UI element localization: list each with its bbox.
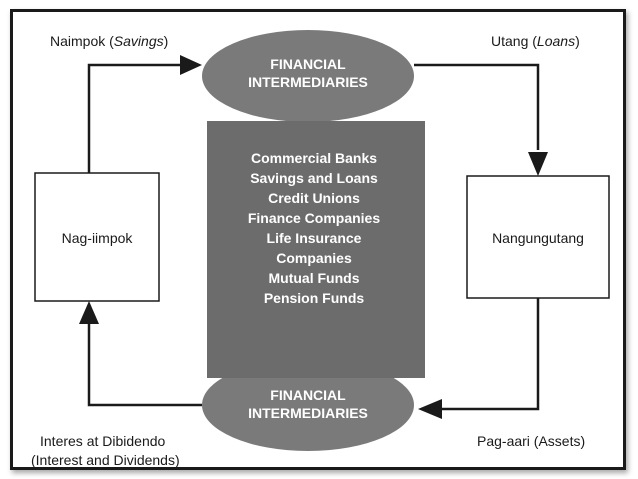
savers-label: Nag-iimpok: [62, 230, 134, 246]
bottom-ellipse-line2: INTERMEDIARIES: [248, 405, 368, 421]
top-ellipse-line2: INTERMEDIARIES: [248, 74, 368, 90]
list-item-companies: Companies: [276, 250, 352, 266]
dividends-flow-line: [87, 324, 202, 407]
list-item-life-insurance: Life Insurance: [267, 230, 362, 246]
savings-flow-line: [87, 63, 190, 173]
assets-arrowhead-icon: [418, 399, 442, 419]
savers-box: [34, 172, 160, 302]
loans-arrowhead-icon: [528, 152, 548, 176]
assets-flow-line: [440, 298, 540, 411]
bottom-ellipse-line1: FINANCIAL: [270, 387, 346, 403]
list-item-commercial-banks: Commercial Banks: [251, 150, 377, 166]
loans-flow-label: Utang (Loans): [491, 33, 580, 49]
top-ellipse-line1: FINANCIAL: [270, 56, 346, 72]
savings-arrowhead-icon: [180, 55, 202, 75]
list-item-mutual-funds: Mutual Funds: [269, 270, 360, 286]
list-item-savings-and-loans: Savings and Loans: [250, 170, 378, 186]
intermediaries-list-box: [207, 121, 425, 378]
intermediaries-list: Commercial Banks Savings and Loans Credi…: [248, 150, 380, 306]
borrowers-box: [466, 175, 610, 299]
savings-flow-label: Naimpok (Savings): [50, 33, 168, 49]
dividends-arrowhead-icon: [79, 301, 99, 324]
loans-flow-line: [414, 63, 540, 150]
list-item-pension-funds: Pension Funds: [264, 290, 365, 306]
bottom-intermediaries-ellipse: [202, 359, 414, 451]
borrowers-label: Nangungutang: [492, 230, 584, 246]
list-item-credit-unions: Credit Unions: [268, 190, 360, 206]
dividends-flow-label-line1: Interes at Dibidendo: [40, 433, 166, 449]
dividends-flow-label-line2: (Interest and Dividends): [31, 452, 180, 468]
list-item-finance-companies: Finance Companies: [248, 210, 380, 226]
top-intermediaries-ellipse: [202, 30, 414, 122]
assets-flow-label: Pag-aari (Assets): [477, 433, 585, 449]
